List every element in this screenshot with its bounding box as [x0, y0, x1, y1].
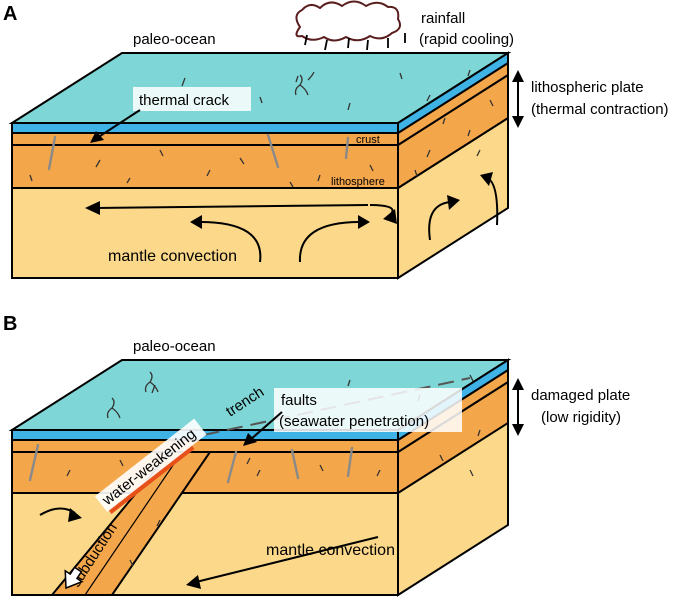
panel-a-lithosphere-label: lithosphere: [331, 176, 385, 188]
panel-b-plate-label-1: damaged plate: [531, 387, 630, 404]
panel-a-crust-label: crust: [356, 134, 380, 146]
panel-b-letter: B: [3, 313, 17, 335]
panel-a-thickness-arrow: [512, 70, 524, 128]
panel-a-letter: A: [3, 3, 17, 25]
panel-b-cracks: [28, 371, 481, 567]
panel-b-faults-callout: faults (seawater penetration): [243, 388, 462, 446]
panel-a-rain-label-2: (rapid cooling): [419, 31, 514, 48]
panel-a-crack-callout: thermal crack: [90, 87, 251, 143]
panel-b-ocean-label: paleo-ocean: [133, 338, 216, 355]
panel-a-mantle-block: [11, 116, 509, 280]
panel-b-convection-arrows: [39, 507, 379, 589]
panel-a-litho-cracks: [29, 99, 494, 188]
panel-b-weakening-band: [108, 445, 195, 514]
panel-b-faults-label-2: (seawater penetration): [279, 413, 429, 430]
panel-a-ocean-label: paleo-ocean: [133, 31, 216, 48]
panel-b-plate-label-2: (low rigidity): [541, 409, 621, 426]
panel-a-rain-label-1: rainfall: [421, 10, 465, 27]
panel-a-crack-label: thermal crack: [139, 92, 230, 109]
subduction-arrow-icon: [64, 566, 84, 590]
panel-a: A: [3, 0, 669, 280]
panel-a-plate-label-2: (thermal contraction): [531, 101, 669, 118]
rain-drops: [304, 33, 406, 51]
panel-b-faults-label-1: faults: [281, 392, 317, 409]
panel-b-mantle-label: mantle convection: [266, 542, 395, 559]
rain-cloud-icon: [295, 0, 401, 42]
panel-a-mantle-label: mantle convection: [108, 248, 237, 265]
panel-a-plate-label-1: lithospheric plate: [531, 79, 644, 96]
panel-b-thickness-arrow: [512, 378, 524, 436]
panel-b: B trench water-weakening: [3, 313, 630, 597]
panel-a-convection-arrows: [85, 172, 499, 263]
